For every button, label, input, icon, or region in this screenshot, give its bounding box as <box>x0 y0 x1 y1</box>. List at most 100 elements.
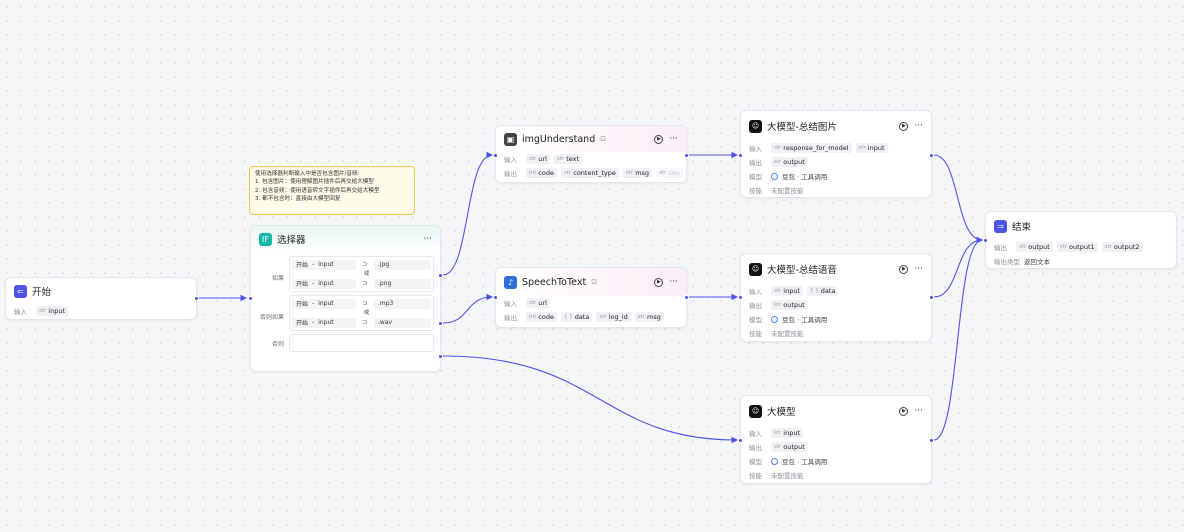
condition-row[interactable]: 开始-input ⊃ .mp3 <box>292 298 431 309</box>
condition-row[interactable]: 开始-input ⊃ .jpg <box>292 259 431 270</box>
node-title: 大模型-总结图片 <box>767 122 837 133</box>
condition-group-if[interactable]: 如果 开始-input ⊃ .jpg 或 开始-input ⊃ .png <box>272 256 434 292</box>
output-label: 输出 <box>749 302 762 310</box>
output-port-else[interactable] <box>438 354 443 359</box>
output-label: 输出 <box>749 444 762 452</box>
output-port-if[interactable] <box>438 273 443 278</box>
node-title: imgUnderstand <box>522 133 596 145</box>
more-menu-icon[interactable]: ··· <box>914 264 923 274</box>
condition-row[interactable]: 开始-input ⊃ .wav <box>292 317 431 328</box>
output-port[interactable] <box>684 153 689 158</box>
node-title: 结束 <box>1012 222 1032 233</box>
run-icon[interactable]: ▶ <box>654 134 664 144</box>
input-label: 输入 <box>749 430 762 438</box>
skill-label: 技能 <box>749 330 762 338</box>
edge-llm1-end <box>933 154 984 244</box>
branch-label: 否则 <box>271 341 284 348</box>
llm-logo-icon: ☺ <box>749 404 762 418</box>
node-title: 开始 <box>32 287 52 298</box>
end-icon: ⇒ <box>994 219 1007 233</box>
output-port[interactable] <box>929 153 934 158</box>
if-icon: IF <box>259 232 272 246</box>
skill-value: 未配置技能 <box>771 330 804 338</box>
branch-label: 否则如果 <box>259 314 284 321</box>
input-label: 输入 <box>749 288 762 296</box>
more-menu-icon[interactable]: ··· <box>669 277 678 287</box>
selector-node[interactable]: IF 选择器 ··· 如果 开始-input ⊃ .jpg 或 开始-input… <box>248 225 443 372</box>
more-menu-icon[interactable]: ··· <box>914 121 923 131</box>
input-port[interactable] <box>983 238 988 243</box>
edge-llm3-end <box>933 236 984 441</box>
more-menu-icon[interactable]: ··· <box>914 406 923 416</box>
input-label: 输入 <box>14 308 27 316</box>
input-port[interactable] <box>738 438 743 443</box>
input-label: 输入 <box>749 145 762 153</box>
note-line: 使用选择器判断输入中是否包含图片/音频: <box>255 171 360 177</box>
node-title: 选择器 <box>277 235 306 246</box>
model-label: 模型 <box>749 173 762 181</box>
model-label: 模型 <box>749 458 762 466</box>
condition-group-elseif[interactable]: 否则如果 开始-input ⊃ .mp3 或 开始-input ⊃ .wav <box>260 295 434 331</box>
more-menu-icon[interactable]: ··· <box>423 234 432 244</box>
run-icon[interactable]: ▶ <box>899 121 909 131</box>
output-label: 输出 <box>749 159 762 167</box>
node-title: 大模型-总结语音 <box>767 265 837 276</box>
var-tag: { }data <box>560 312 593 322</box>
run-icon[interactable]: ▶ <box>899 406 909 416</box>
output-port[interactable] <box>929 438 934 443</box>
plugin-image-icon: ▣ <box>504 132 517 146</box>
input-port[interactable] <box>493 295 498 300</box>
input-port[interactable] <box>738 295 743 300</box>
llm-logo-icon: ☺ <box>749 119 762 133</box>
input-label: 输入 <box>504 300 517 308</box>
output-label: 输出 <box>994 244 1007 252</box>
branch-label: 如果 <box>271 275 284 282</box>
more-menu-icon[interactable]: ··· <box>669 134 678 144</box>
output-port[interactable] <box>194 296 199 301</box>
comment-note[interactable]: 使用选择器判断输入中是否包含图片/音频: 1. 包含图片：使用理解图片插件后再交… <box>249 166 415 215</box>
model-label: 模型 <box>749 316 762 324</box>
skill-label: 技能 <box>749 187 762 195</box>
condition-row[interactable]: 开始-input ⊃ .png <box>292 278 431 289</box>
condition-group-else[interactable]: 否则 <box>272 334 434 352</box>
edge-selector-speech <box>442 293 494 324</box>
run-icon[interactable]: ▶ <box>654 277 664 287</box>
input-port[interactable] <box>248 296 253 301</box>
run-icon[interactable]: ▶ <box>899 264 909 274</box>
model-name: 豆包 · 工具调用 <box>782 458 828 466</box>
note-line: 2. 包含音频：使用语音转文字插件后再交给大模型 <box>255 187 380 194</box>
output-port[interactable] <box>929 295 934 300</box>
model-icon <box>771 315 778 323</box>
skill-label: 技能 <box>749 472 762 480</box>
output-port-elseif[interactable] <box>438 321 443 326</box>
input-port[interactable] <box>493 153 498 158</box>
edge-selector-llm3 <box>442 355 739 444</box>
output-port[interactable] <box>684 295 689 300</box>
or-joiner: 或 <box>363 310 370 316</box>
input-port[interactable] <box>738 153 743 158</box>
